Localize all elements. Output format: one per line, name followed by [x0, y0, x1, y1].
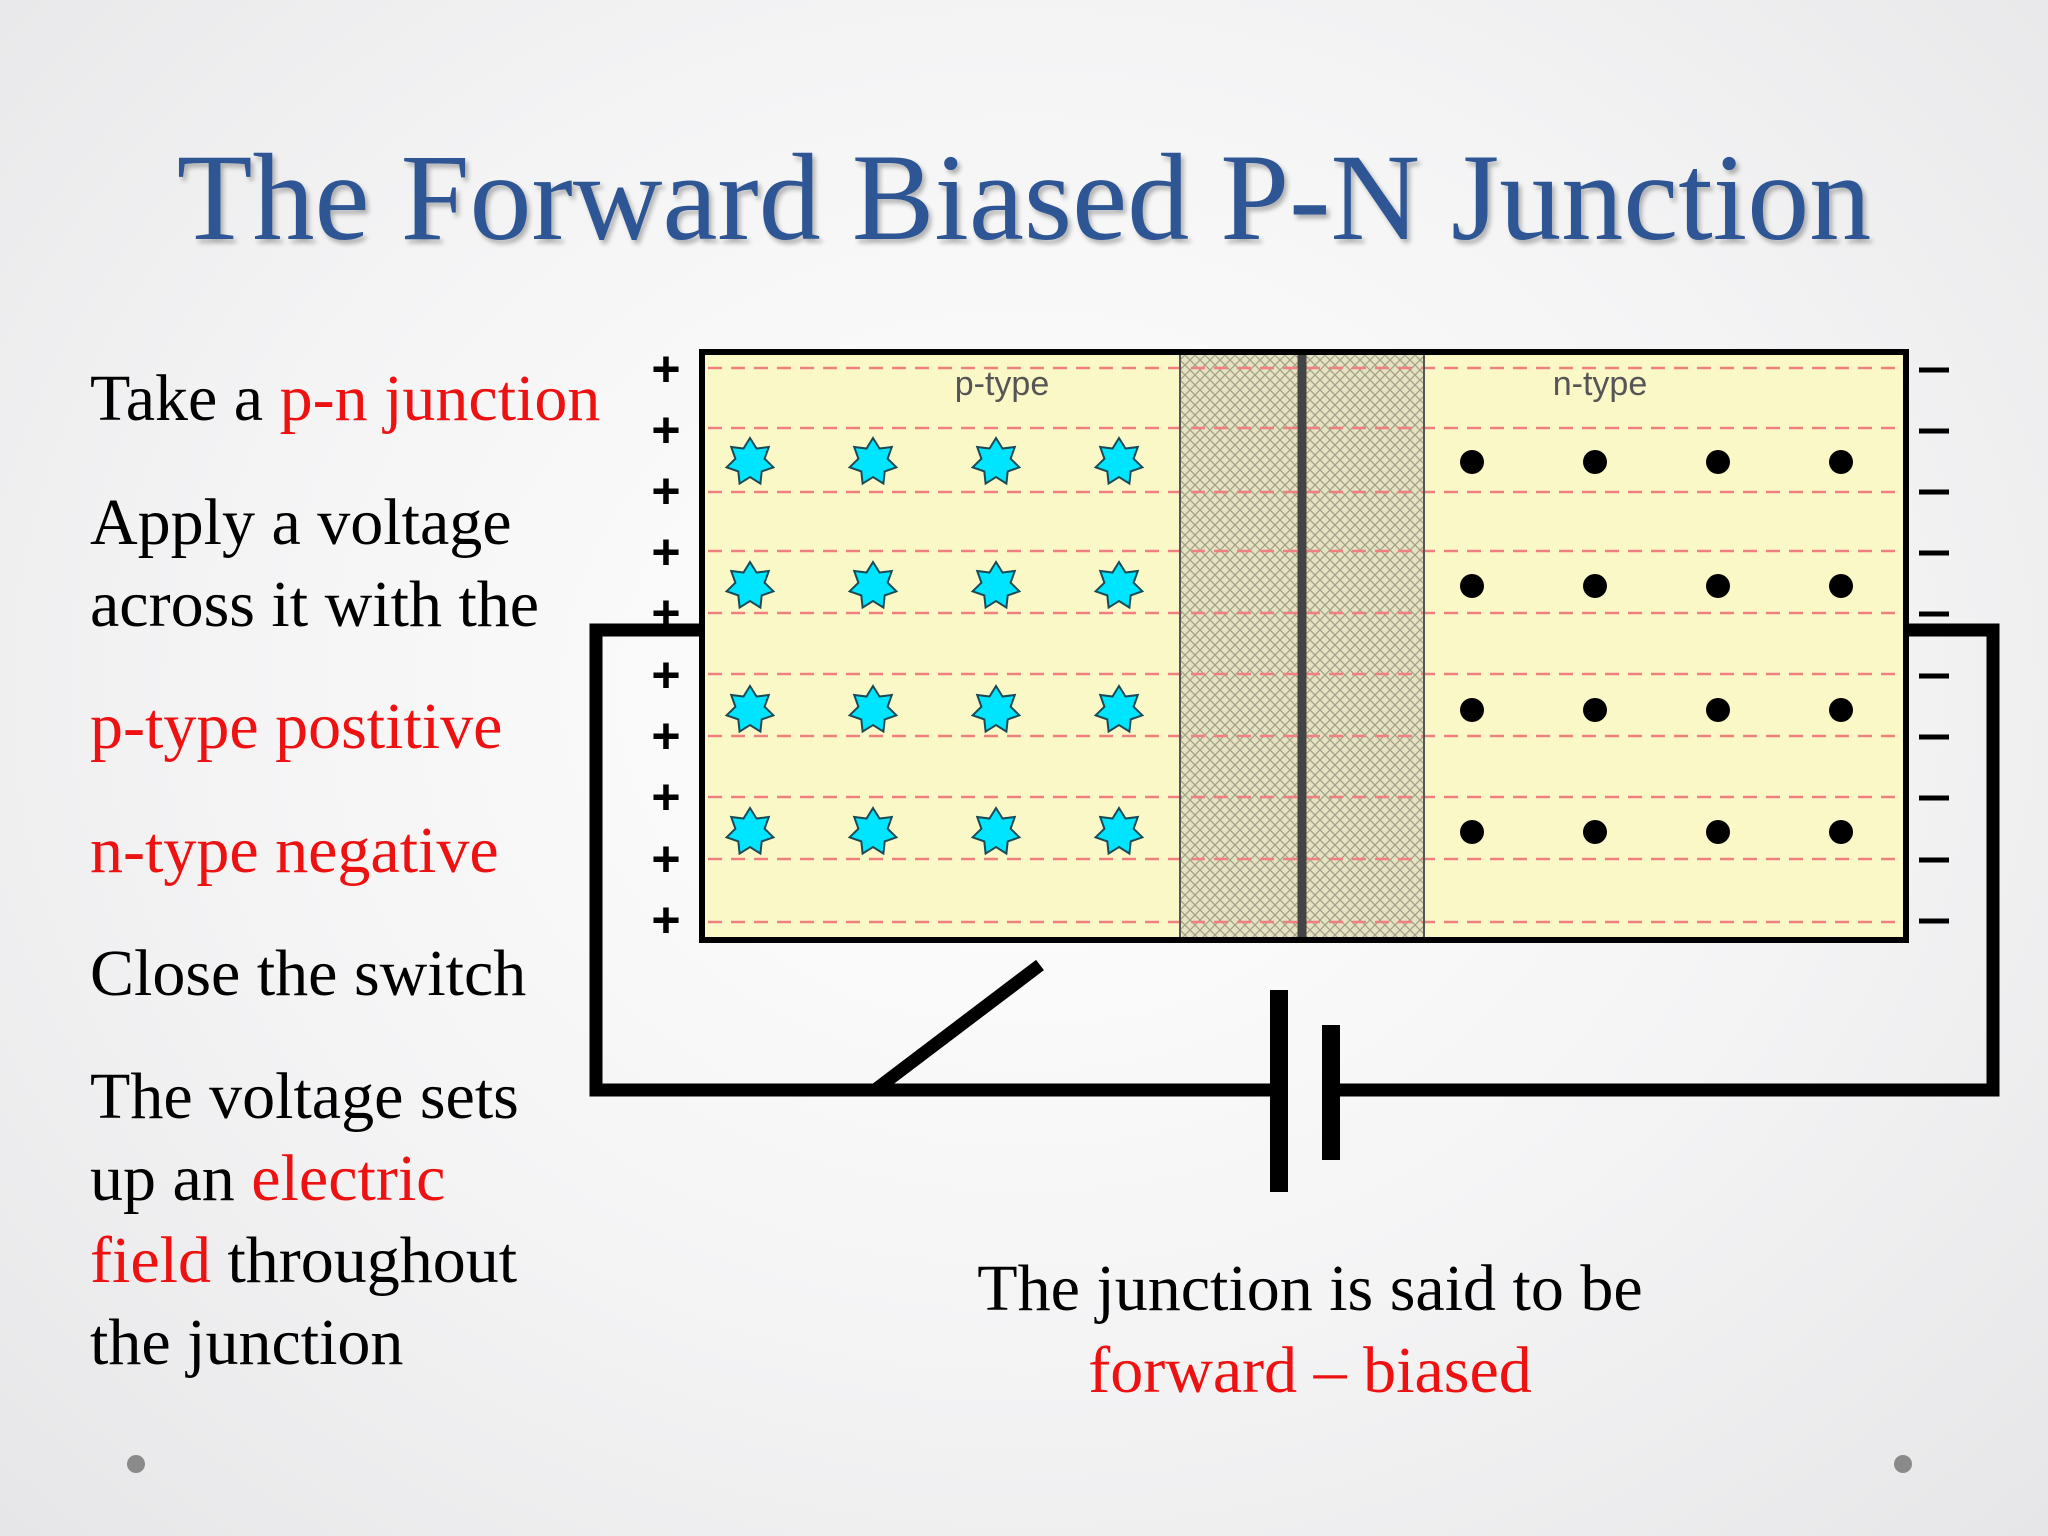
- bullet-text: up an: [90, 1142, 252, 1215]
- n-region: [1424, 352, 1906, 940]
- right-corner-dot: [1894, 1455, 1912, 1473]
- bullet-line: Apply a voltage: [90, 482, 512, 564]
- bullet-text-highlight: field: [90, 1224, 211, 1297]
- bullet-line: Close the switch: [90, 933, 526, 1015]
- hole-star: [724, 560, 776, 610]
- electron-dot: [1706, 820, 1730, 844]
- hole-star: [1093, 560, 1145, 610]
- bullet-line: Take a p-n junction: [90, 358, 600, 440]
- plus-signs: ++++++++++: [651, 341, 680, 948]
- n-type-label: n-type: [1553, 365, 1648, 403]
- plus-sign: +: [651, 831, 680, 887]
- bullet-text: Apply a voltage: [90, 486, 512, 559]
- plus-sign: +: [651, 341, 680, 397]
- bullet-text: The voltage sets: [90, 1060, 519, 1133]
- hole-star: [724, 684, 776, 734]
- electron-dot: [1829, 574, 1853, 598]
- electron-dot: [1706, 574, 1730, 598]
- electron-dot: [1706, 450, 1730, 474]
- right-wire: [1325, 623, 2000, 1097]
- bullet-text-highlight: p-type postitive: [90, 690, 503, 763]
- left-wire: [589, 623, 882, 1097]
- hole-star: [847, 560, 899, 610]
- p-type-label: p-type: [955, 365, 1050, 403]
- hole-star: [1093, 806, 1145, 856]
- plus-sign: +: [651, 585, 680, 641]
- block-border: [699, 349, 1909, 943]
- plus-sign: +: [651, 647, 680, 703]
- bullet-text-highlight: p-n junction: [279, 362, 601, 435]
- electron-dot: [1583, 820, 1607, 844]
- electron-dot: [1829, 698, 1853, 722]
- caption-line-2: forward – biased: [1088, 1334, 1532, 1407]
- hole-star: [724, 806, 776, 856]
- bullet-line: p-type postitive: [90, 686, 502, 768]
- hole-star: [724, 436, 776, 486]
- hole-star: [970, 684, 1022, 734]
- slide-title: The Forward Biased P-N Junction: [176, 129, 1872, 266]
- plus-sign: +: [651, 463, 680, 519]
- electrons: [1460, 450, 1853, 844]
- hole-star: [970, 436, 1022, 486]
- bullet-line: the junction: [90, 1302, 403, 1384]
- electron-dot: [1829, 820, 1853, 844]
- semiconductor-block: [699, 349, 1909, 943]
- bullet-line: n-type negative: [90, 810, 499, 892]
- left-corner-dot: [127, 1455, 145, 1473]
- hole-star: [970, 806, 1022, 856]
- electron-dot: [1460, 574, 1484, 598]
- bullet-line: field throughout: [90, 1220, 517, 1302]
- hole-star: [847, 436, 899, 486]
- electron-dot: [1460, 698, 1484, 722]
- plus-sign: +: [651, 892, 680, 948]
- bullet-line: The voltage sets: [90, 1056, 519, 1138]
- bullet-text: Close the switch: [90, 937, 527, 1010]
- bullet-line: across it with the: [90, 564, 539, 646]
- hole-star: [847, 806, 899, 856]
- hole-star: [970, 560, 1022, 610]
- bullet-line: up an electric: [90, 1138, 445, 1220]
- electron-dot: [1829, 450, 1853, 474]
- hole-star: [1093, 684, 1145, 734]
- dashed-lines: [708, 366, 1900, 924]
- minus-signs: [1919, 367, 1949, 924]
- bullet-text-highlight: n-type negative: [90, 814, 499, 887]
- plus-sign: +: [651, 769, 680, 825]
- holes: [724, 436, 1145, 856]
- caption-line-1: The junction is said to be: [977, 1252, 1643, 1325]
- plus-sign: +: [651, 708, 680, 764]
- plus-sign: +: [651, 402, 680, 458]
- electron-dot: [1583, 574, 1607, 598]
- electron-dot: [1583, 698, 1607, 722]
- electron-dot: [1460, 820, 1484, 844]
- switch-lever: [871, 959, 1044, 1096]
- bullet-text: the junction: [90, 1306, 404, 1379]
- bullet-text: across it with the: [90, 568, 540, 641]
- bullet-text: throughout: [210, 1224, 518, 1297]
- hole-star: [847, 684, 899, 734]
- electron-dot: [1583, 450, 1607, 474]
- electron-dot: [1460, 450, 1484, 474]
- plus-sign: +: [651, 524, 680, 580]
- electron-dot: [1706, 698, 1730, 722]
- hole-star: [1093, 436, 1145, 486]
- bullet-text-highlight: electric: [251, 1142, 446, 1215]
- circuit-wires: [589, 623, 2000, 1097]
- bullet-text: Take a: [90, 362, 280, 435]
